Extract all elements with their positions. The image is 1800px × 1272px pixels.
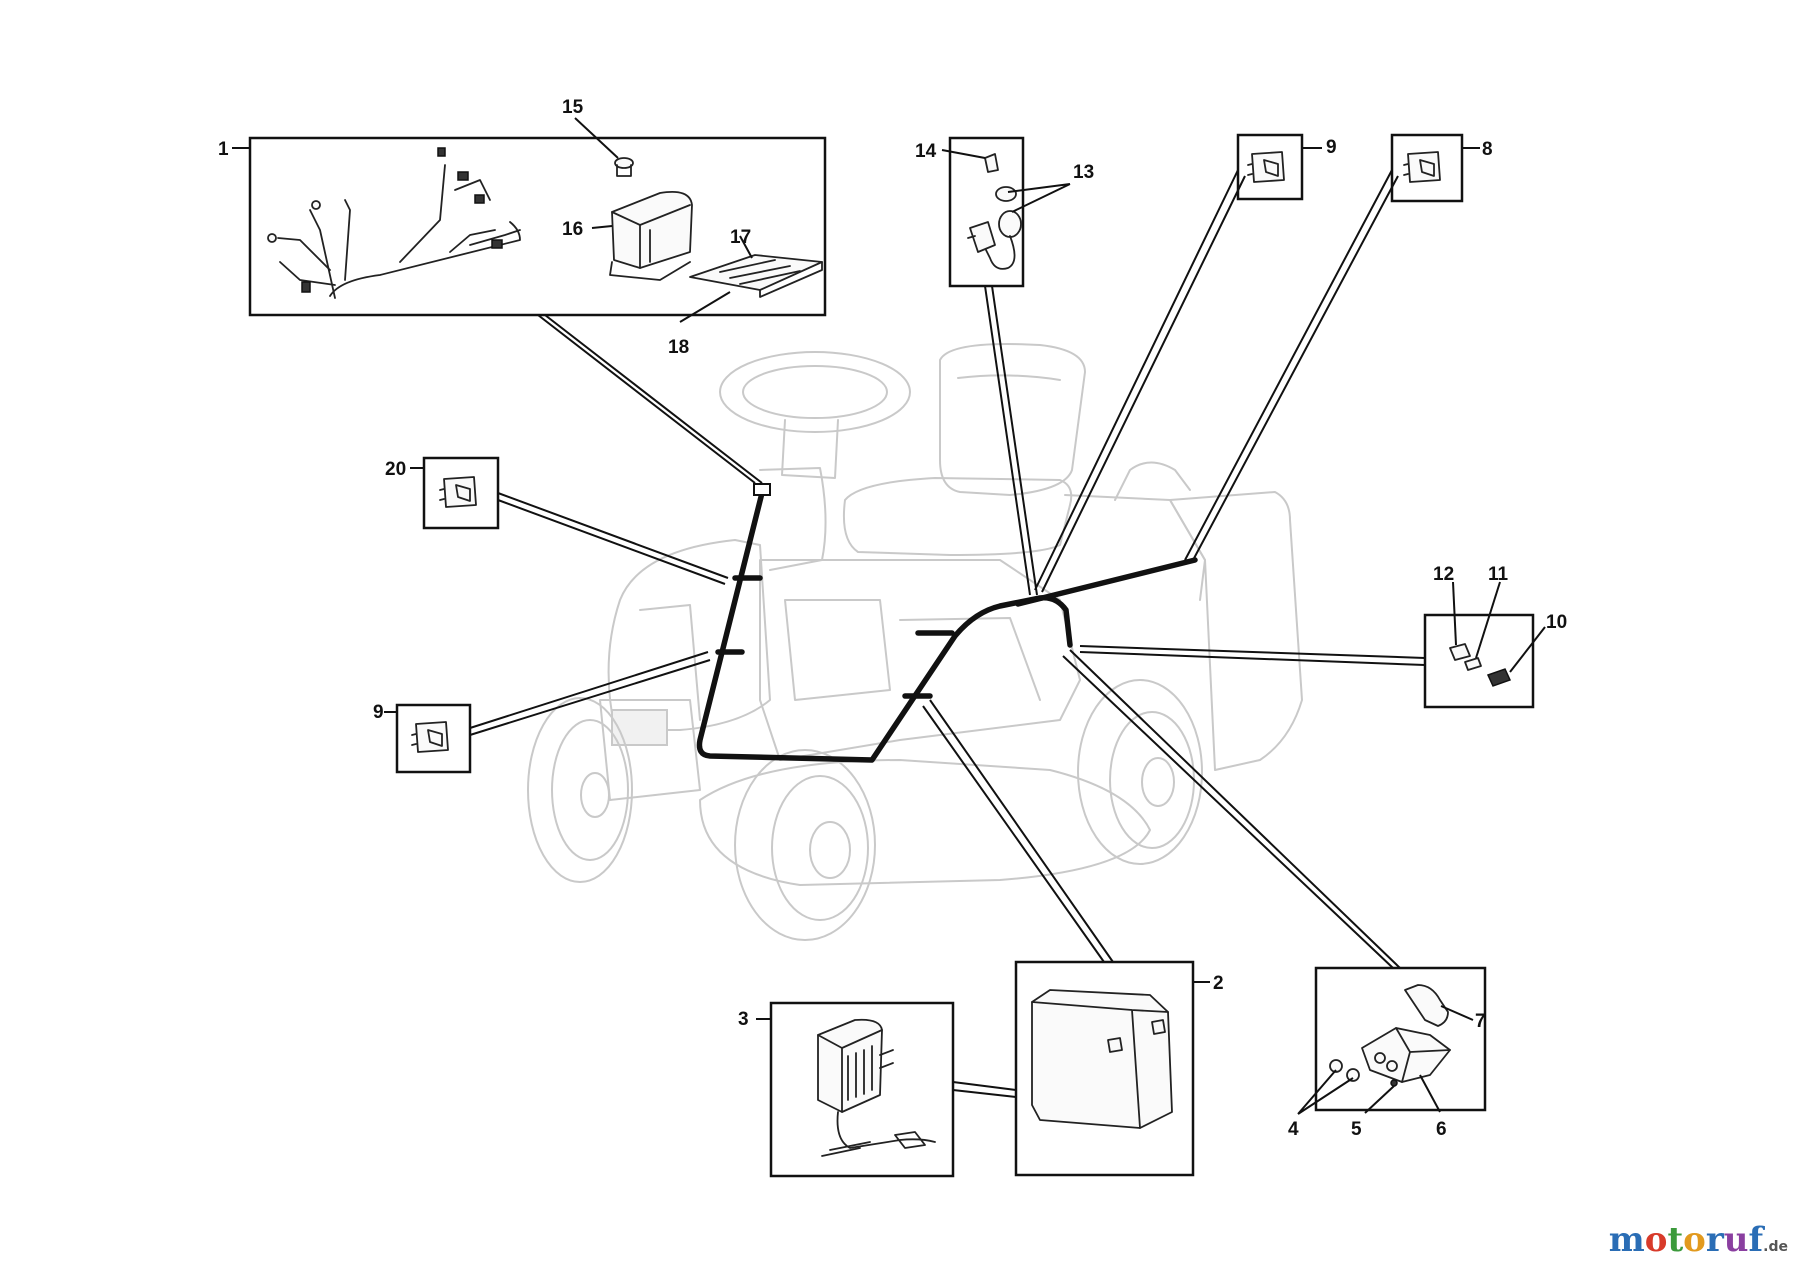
starter-solenoid-icon — [1329, 984, 1451, 1087]
callout-14: 14 — [915, 141, 937, 162]
callout-10: 10 — [1546, 612, 1567, 633]
callout-16: 16 — [562, 219, 583, 240]
callout-18: 18 — [668, 337, 689, 358]
callout-4: 4 — [1288, 1119, 1299, 1140]
callout-1: 1 — [218, 139, 229, 160]
fuse-holder-icon — [1449, 643, 1512, 687]
battery-charger-icon — [817, 1018, 936, 1157]
part-box-1 — [248, 136, 827, 317]
callout-15: 15 — [562, 97, 584, 118]
callout-5: 5 — [1351, 1119, 1362, 1140]
callout-numbers: 1 15 16 17 18 14 13 9 8 20 9 12 11 10 3 … — [218, 97, 1567, 1140]
callout-3: 3 — [738, 1009, 749, 1030]
watermark-logo: motoruf.de — [1608, 1220, 1788, 1260]
control-module-icon — [609, 190, 693, 281]
callout-17: 17 — [730, 227, 751, 248]
callout-20: 20 — [385, 459, 406, 480]
ignition-switch-icon — [967, 153, 1022, 270]
mower-outline — [527, 343, 1303, 941]
callout-7: 7 — [1475, 1011, 1486, 1032]
wire-harness-icon — [267, 147, 521, 299]
callout-2: 2 — [1213, 973, 1224, 994]
circuit-board-icon — [689, 254, 823, 298]
callout-9-left: 9 — [373, 702, 384, 723]
safety-switch-icon — [411, 151, 1441, 753]
callout-8: 8 — [1482, 139, 1493, 160]
wiring-harness-route — [696, 483, 1198, 763]
battery-icon — [1031, 989, 1173, 1129]
callout-9-top: 9 — [1326, 137, 1337, 158]
callout-6: 6 — [1436, 1119, 1447, 1140]
leader-lines — [232, 117, 1546, 1115]
callout-11: 11 — [1488, 564, 1509, 585]
button-cap-icon — [614, 157, 634, 177]
callout-13: 13 — [1073, 162, 1094, 183]
callout-12: 12 — [1433, 564, 1454, 585]
